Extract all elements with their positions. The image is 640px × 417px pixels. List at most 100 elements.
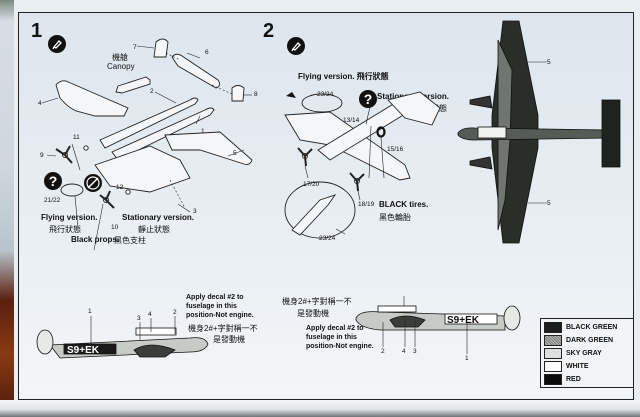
- legend-swatch: [544, 321, 562, 333]
- legend-item: SKY GRAY: [544, 347, 602, 359]
- side-right-engine: [389, 315, 426, 328]
- top-view-tailplane: [601, 99, 621, 168]
- part-callout: 3: [137, 315, 141, 322]
- decal-note-line: fuselage in this: [186, 303, 237, 310]
- legend-item: WHITE: [544, 360, 589, 372]
- decal-note-line: Apply decal #2 to: [186, 294, 244, 301]
- decal-note-cn: 是發動機: [213, 335, 245, 344]
- part-callout: 13/14: [343, 117, 360, 124]
- flying-version-label: Flying version. 飛行狀態: [298, 72, 389, 81]
- part-12-spinner: [125, 189, 131, 195]
- scanned-page-bottom-edge: [0, 400, 640, 417]
- part-callout: 9: [40, 152, 44, 159]
- part-2-fuselage-half: [99, 97, 199, 149]
- canopy-label-en: Canopy: [107, 62, 135, 71]
- legend-label: BLACK GREEN: [566, 323, 618, 331]
- part-callout: 1: [201, 128, 205, 135]
- side-right-code: S9+EK: [447, 315, 480, 326]
- color-legend: BLACK GREEN DARK GREEN SKY GRAY WHITE RE…: [540, 318, 634, 388]
- legend-label: WHITE: [566, 362, 589, 370]
- top-view-engine-right: [469, 156, 493, 170]
- prop-18-19-blades: [349, 172, 365, 192]
- part-callout: 15/16: [387, 146, 404, 153]
- top-view-engine-left: [469, 95, 493, 109]
- part-callout: 3: [193, 208, 197, 215]
- legend-swatch: [544, 373, 562, 385]
- prop-17-20-blades: [297, 147, 313, 167]
- side-left-canopy: [135, 327, 177, 336]
- part-callout: 23/24: [317, 91, 334, 98]
- part-callout: 5: [233, 150, 237, 157]
- side-right-code-band: [444, 313, 498, 325]
- decal-note-cn: 是發動機: [297, 309, 329, 318]
- part-callout: 23/24: [319, 235, 336, 242]
- part-callout: 21/22: [44, 197, 61, 204]
- scanned-page-edge: [0, 0, 14, 417]
- part-callout: 18/19: [358, 201, 375, 208]
- legend-swatch: [544, 334, 562, 346]
- part-4-wing: [55, 80, 129, 117]
- wheel-well-detail-23-24: [301, 93, 343, 113]
- step-number: 1: [31, 20, 43, 42]
- stationary-version-label-cn: 靜止狀態: [138, 225, 170, 234]
- part-callout: 3: [413, 348, 417, 355]
- part-callout: 2: [381, 348, 385, 355]
- canopy-part: [115, 76, 151, 94]
- landing-gear-leg: [291, 194, 337, 236]
- decal-note-cn: 機身2#+字對稱一不: [188, 324, 258, 333]
- legend-label: DARK GREEN: [566, 336, 614, 344]
- legend-item: DARK GREEN: [544, 334, 613, 346]
- legend-swatch: [544, 360, 562, 372]
- part-callout: 11: [73, 134, 80, 141]
- part-callout: 2: [173, 309, 177, 316]
- part-callout: 17/20: [303, 181, 320, 188]
- part-5-wing: [164, 131, 253, 165]
- part-callout: 12: [116, 184, 124, 191]
- part-callout: 5: [547, 59, 551, 66]
- legend-item: RED: [544, 373, 581, 385]
- bird-flying-icon: [286, 92, 296, 98]
- side-left-code-band: [63, 343, 117, 355]
- part-callout: 5: [547, 200, 551, 207]
- canopy-label-cn: 機艙: [112, 53, 128, 62]
- stationary-version-label: Stationary version.: [122, 213, 195, 222]
- side-right-canopy: [377, 305, 417, 313]
- part-11-spinner: [83, 145, 89, 151]
- part-8-fin: [231, 85, 245, 102]
- decal-note-line: position-Not engine.: [186, 312, 254, 319]
- part-callout: 7: [133, 44, 137, 51]
- part-3-lower-wing: [94, 145, 191, 193]
- part-callout: 10: [111, 224, 119, 231]
- legend-label: SKY GRAY: [566, 349, 602, 357]
- side-left-tail-fin: [36, 329, 54, 355]
- side-left-code: S9+EK: [67, 345, 100, 356]
- part-callout: 2: [150, 88, 154, 95]
- part-10-propeller-blades: [99, 190, 115, 209]
- part-callout: 8: [254, 91, 258, 98]
- step-number: 2: [263, 20, 275, 42]
- top-view-canopy: [477, 126, 507, 139]
- part-callout: 4: [148, 311, 152, 318]
- question-mark-icon: ?: [44, 172, 62, 190]
- black-props-label-cn: 黑色支柱: [114, 236, 146, 245]
- side-right-tail-fin: [503, 305, 521, 331]
- part-callout: 1: [88, 308, 92, 315]
- flying-version-label-cn: 飛行狀態: [49, 225, 81, 234]
- part-9-propeller-blades: [55, 145, 73, 164]
- decal-note-cn: 機身2#+字對稱一不: [282, 297, 352, 306]
- decal-note-line: fuselage in this: [306, 334, 357, 341]
- part-21-22-spinner-detail: [60, 183, 84, 197]
- part-1-fuselage-half: [111, 107, 215, 161]
- black-props-label: Black props.: [71, 235, 120, 244]
- decal-note-line: position-Not engine.: [306, 343, 374, 350]
- step-2-tail: [387, 91, 441, 126]
- part-7-fin: [153, 38, 169, 58]
- part-callout: 6: [205, 49, 209, 56]
- black-tire-15-16: [376, 126, 386, 138]
- landing-gear-detail-23-24: [284, 181, 356, 239]
